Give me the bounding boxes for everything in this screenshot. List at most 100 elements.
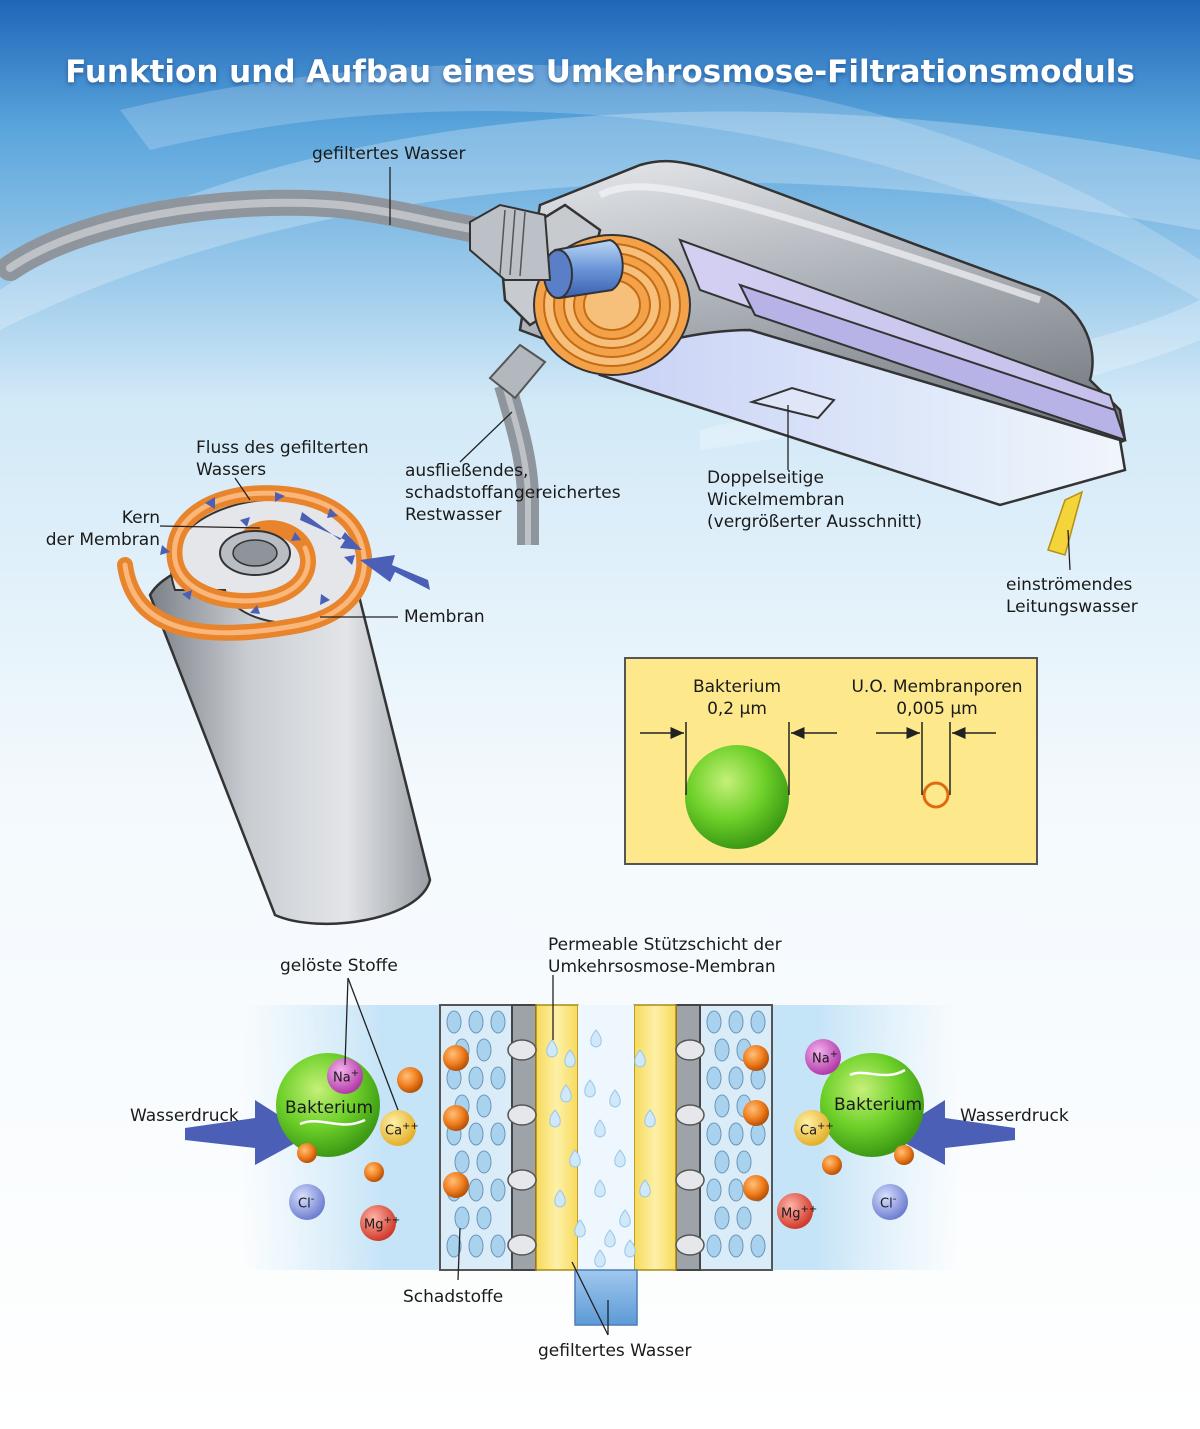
pollutant-particle xyxy=(743,1175,769,1201)
pore-bump xyxy=(507,1234,537,1256)
mesh-hole xyxy=(714,1038,730,1062)
water-droplet xyxy=(619,1209,631,1228)
water-droplet xyxy=(604,1229,616,1248)
mesh-hole xyxy=(736,1206,752,1230)
water-droplet xyxy=(594,1179,606,1198)
pore-bump xyxy=(675,1169,705,1191)
threaded-connector xyxy=(469,203,552,281)
mesh-holes xyxy=(446,1010,766,1258)
mesh-hole xyxy=(706,1178,722,1202)
water-droplet xyxy=(554,1189,566,1208)
label-bacterium-size: Bakterium 0,2 µm xyxy=(657,676,817,720)
bacterium-right xyxy=(820,1053,924,1157)
membrane-layer-2 xyxy=(738,283,1127,442)
label-membrane-cut-line-2: Wickelmembran xyxy=(707,490,845,510)
pore-ring xyxy=(922,781,950,809)
water-droplet xyxy=(569,1149,581,1168)
ion-ca-charge-r: ++ xyxy=(817,1121,834,1132)
ion-cl-symbol-r: Cl xyxy=(880,1196,893,1212)
mesh-hole xyxy=(706,1234,722,1258)
pore-bump xyxy=(675,1234,705,1256)
mesh-hole xyxy=(490,1234,506,1258)
label-pore-size: U.O. Membranporen 0,005 µm xyxy=(832,676,1042,720)
label-waste-line-1: ausfließendes, xyxy=(405,461,529,481)
mesh-hole xyxy=(728,1122,744,1146)
mesh-hole xyxy=(706,1122,722,1146)
pore-bump xyxy=(675,1039,705,1061)
label-flow-line-2: Wassers xyxy=(196,460,267,480)
mesh-hole xyxy=(714,1150,730,1174)
mesh-hole xyxy=(476,1094,492,1118)
particles xyxy=(289,1039,914,1241)
mesh-hole xyxy=(468,1010,484,1034)
mesh-hole xyxy=(490,1178,506,1202)
label-inflow-line-1: einströmendes xyxy=(1006,575,1133,595)
background-swoosh xyxy=(0,111,1200,330)
ion-cl-left: Cl- xyxy=(298,1194,314,1211)
label-bacterium-left: Bakterium xyxy=(285,1098,374,1118)
bacterium-sphere xyxy=(685,745,789,849)
mesh-hole xyxy=(706,1010,722,1034)
ion-cl-charge-r: - xyxy=(892,1194,897,1205)
mesh-hole xyxy=(490,1122,506,1146)
pollutant-particle xyxy=(894,1145,914,1165)
ion-na-left: Na+ xyxy=(333,1068,359,1085)
chloride-ion xyxy=(872,1184,908,1220)
label-pressure-right: Wasserdruck xyxy=(960,1106,1069,1126)
ion-cl-symbol: Cl xyxy=(298,1196,311,1212)
pollutant-particle xyxy=(743,1045,769,1071)
size-comparison-box xyxy=(624,657,1038,865)
ion-ca-left: Ca++ xyxy=(385,1121,419,1138)
pollutant-particle xyxy=(297,1143,317,1163)
mesh-hole xyxy=(750,1122,766,1146)
inflow-arrow-roll xyxy=(360,555,430,590)
mesh-hole xyxy=(736,1150,752,1174)
ion-mg-right: Mg++ xyxy=(781,1204,817,1221)
bacterium-label: Bakterium xyxy=(692,677,782,697)
water-droplet xyxy=(594,1249,606,1268)
mesh-hole xyxy=(750,1234,766,1258)
ion-ca-right: Ca++ xyxy=(800,1121,834,1138)
ion-na-right: Na+ xyxy=(812,1049,838,1066)
label-inflow: einströmendes Leitungswasser xyxy=(1006,574,1138,618)
label-waste-water: ausfließendes, schadstoffangereichertes … xyxy=(405,460,621,526)
water-droplet xyxy=(639,1179,651,1198)
pore-size-value: 0,005 µm xyxy=(896,699,978,719)
sodium-ion xyxy=(327,1058,363,1094)
pollutant-particle xyxy=(397,1067,423,1093)
background-swoosh-2 xyxy=(120,64,1200,300)
label-membrane-cut: Doppelseitige Wickelmembran (vergrößerte… xyxy=(707,467,922,533)
pollutant-particle xyxy=(364,1162,384,1182)
calcium-ion xyxy=(794,1110,830,1146)
ion-cl-right: Cl- xyxy=(880,1194,896,1211)
pore-label: U.O. Membranporen xyxy=(851,677,1023,697)
pore-bump xyxy=(507,1104,537,1126)
water-droplet xyxy=(546,1039,558,1058)
membrane-module xyxy=(0,159,1127,556)
mesh-hole xyxy=(468,1178,484,1202)
ion-mg-charge-r: ++ xyxy=(800,1204,818,1215)
pollutant-particle xyxy=(443,1172,469,1198)
mesh-hole xyxy=(476,1206,492,1230)
water-droplet xyxy=(584,1079,596,1098)
label-membrane-cut-line-1: Doppelseitige xyxy=(707,468,824,488)
label-bacterium-right: Bakterium xyxy=(834,1095,923,1115)
roll-leader-lines xyxy=(159,477,398,618)
calcium-ion xyxy=(380,1110,416,1146)
bacterium-size-value: 0,2 µm xyxy=(707,699,767,719)
support-layer-left xyxy=(535,1004,579,1271)
support-layer-right xyxy=(633,1004,677,1271)
mesh-hole xyxy=(728,1234,744,1258)
pollutant-particle xyxy=(443,1105,469,1131)
water-droplet xyxy=(624,1239,636,1258)
mesh-hole xyxy=(476,1150,492,1174)
permeate-channel xyxy=(578,1005,634,1270)
pore-bump xyxy=(675,1104,705,1126)
mesh-hole xyxy=(728,1010,744,1034)
water-droplet xyxy=(644,1109,656,1128)
ion-ca-charge: ++ xyxy=(402,1121,419,1132)
label-filtered-water: gefiltertes Wasser xyxy=(312,144,466,164)
water-droplet xyxy=(594,1119,606,1138)
mesh-hole xyxy=(750,1010,766,1034)
ion-na-symbol: Na xyxy=(333,1070,351,1086)
